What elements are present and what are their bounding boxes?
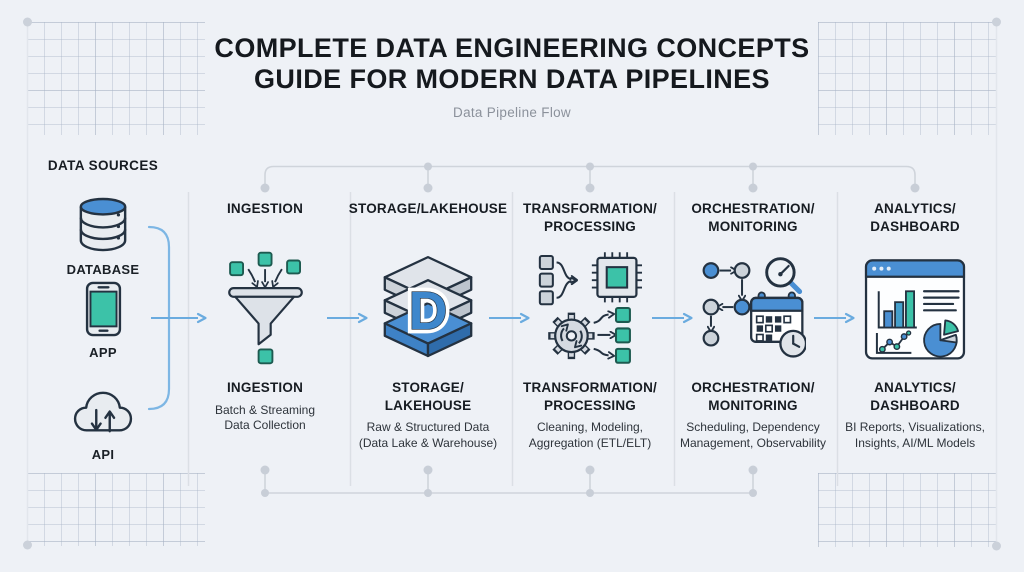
- app-label: APP: [89, 345, 117, 360]
- stage-description: Scheduling, Dependency Management, Obser…: [679, 420, 827, 450]
- stage-transformation-processing: TRANSFORMATION/ PROCESSING TRANSFORMATIO…: [508, 200, 672, 451]
- stage-description: BI Reports, Visualizations, Insights, AI…: [845, 420, 985, 450]
- stage-description: Raw & Structured Data (Data Lake & Wareh…: [358, 420, 498, 450]
- stage-description: Cleaning, Modeling, Aggregation (ETL/ELT…: [528, 420, 652, 450]
- stage-header: ANALYTICS/ DASHBOARD: [870, 201, 960, 234]
- dag-calendar-monitoring-icon: [671, 244, 835, 372]
- funnel-ingestion-icon: [183, 244, 347, 372]
- stage-ingestion: INGESTION INGESTION Batch & Streaming D: [183, 200, 347, 434]
- corner-grid-top-right: [818, 22, 996, 135]
- page-subtitle: Data Pipeline Flow: [453, 104, 571, 120]
- lakehouse-stack-icon: D D: [346, 244, 510, 372]
- title-block: COMPLETE DATA ENGINEERING CONCEPTS GUIDE…: [0, 33, 1024, 120]
- svg-text:D: D: [409, 281, 448, 341]
- stage-label: TRANSFORMATION/ PROCESSING: [523, 380, 657, 413]
- stage-label: ORCHESTRATION/ MONITORING: [691, 380, 815, 413]
- stage-description: Batch & Streaming Data Collection: [214, 402, 316, 433]
- stage-header: STORAGE/LAKEHOUSE: [348, 201, 508, 216]
- source-app: APP: [28, 281, 178, 360]
- dashboard-analytics-icon: [833, 244, 997, 372]
- corner-grid-bottom-right: [818, 473, 996, 547]
- stage-label: INGESTION: [226, 380, 304, 395]
- data-sources-panel: DATA SOURCES DATABASE APP: [28, 158, 178, 462]
- cloud-api-icon: [73, 391, 133, 433]
- database-icon: [79, 197, 127, 252]
- database-label: DATABASE: [66, 262, 140, 277]
- gear-chip-processing-icon: [508, 244, 672, 372]
- stage-analytics-dashboard: ANALYTICS/ DASHBOARD: [833, 200, 997, 451]
- mobile-app-icon: [85, 281, 121, 337]
- frame-edge-lines: [23, 17, 1001, 551]
- page-title: COMPLETE DATA ENGINEERING CONCEPTS GUIDE…: [214, 33, 810, 95]
- corner-grid-top-left: [27, 22, 205, 135]
- bottom-connector-dots: [260, 465, 758, 497]
- stage-label: STORAGE/ LAKEHOUSE: [384, 380, 472, 413]
- top-connector-dots: [260, 162, 920, 193]
- stage-label: ANALYTICS/ DASHBOARD: [870, 380, 960, 413]
- stage-storage-lakehouse: STORAGE/LAKEHOUSE D D STORAGE/ LAKEHOUS: [346, 200, 510, 451]
- stage-header: INGESTION: [226, 201, 304, 216]
- stage-orchestration-monitoring: ORCHESTRATION/ MONITORING: [671, 200, 835, 451]
- column-separators: [187, 192, 839, 486]
- source-api: API: [28, 387, 178, 462]
- corner-grid-bottom-left: [27, 473, 205, 546]
- source-database: DATABASE: [28, 196, 178, 277]
- stage-header: TRANSFORMATION/ PROCESSING: [523, 201, 657, 234]
- bottom-connector-rail: [264, 472, 754, 494]
- data-sources-heading: DATA SOURCES: [47, 158, 159, 173]
- stage-header: ORCHESTRATION/ MONITORING: [691, 201, 815, 234]
- svg-text:D: D: [409, 281, 448, 341]
- api-label: API: [91, 447, 115, 462]
